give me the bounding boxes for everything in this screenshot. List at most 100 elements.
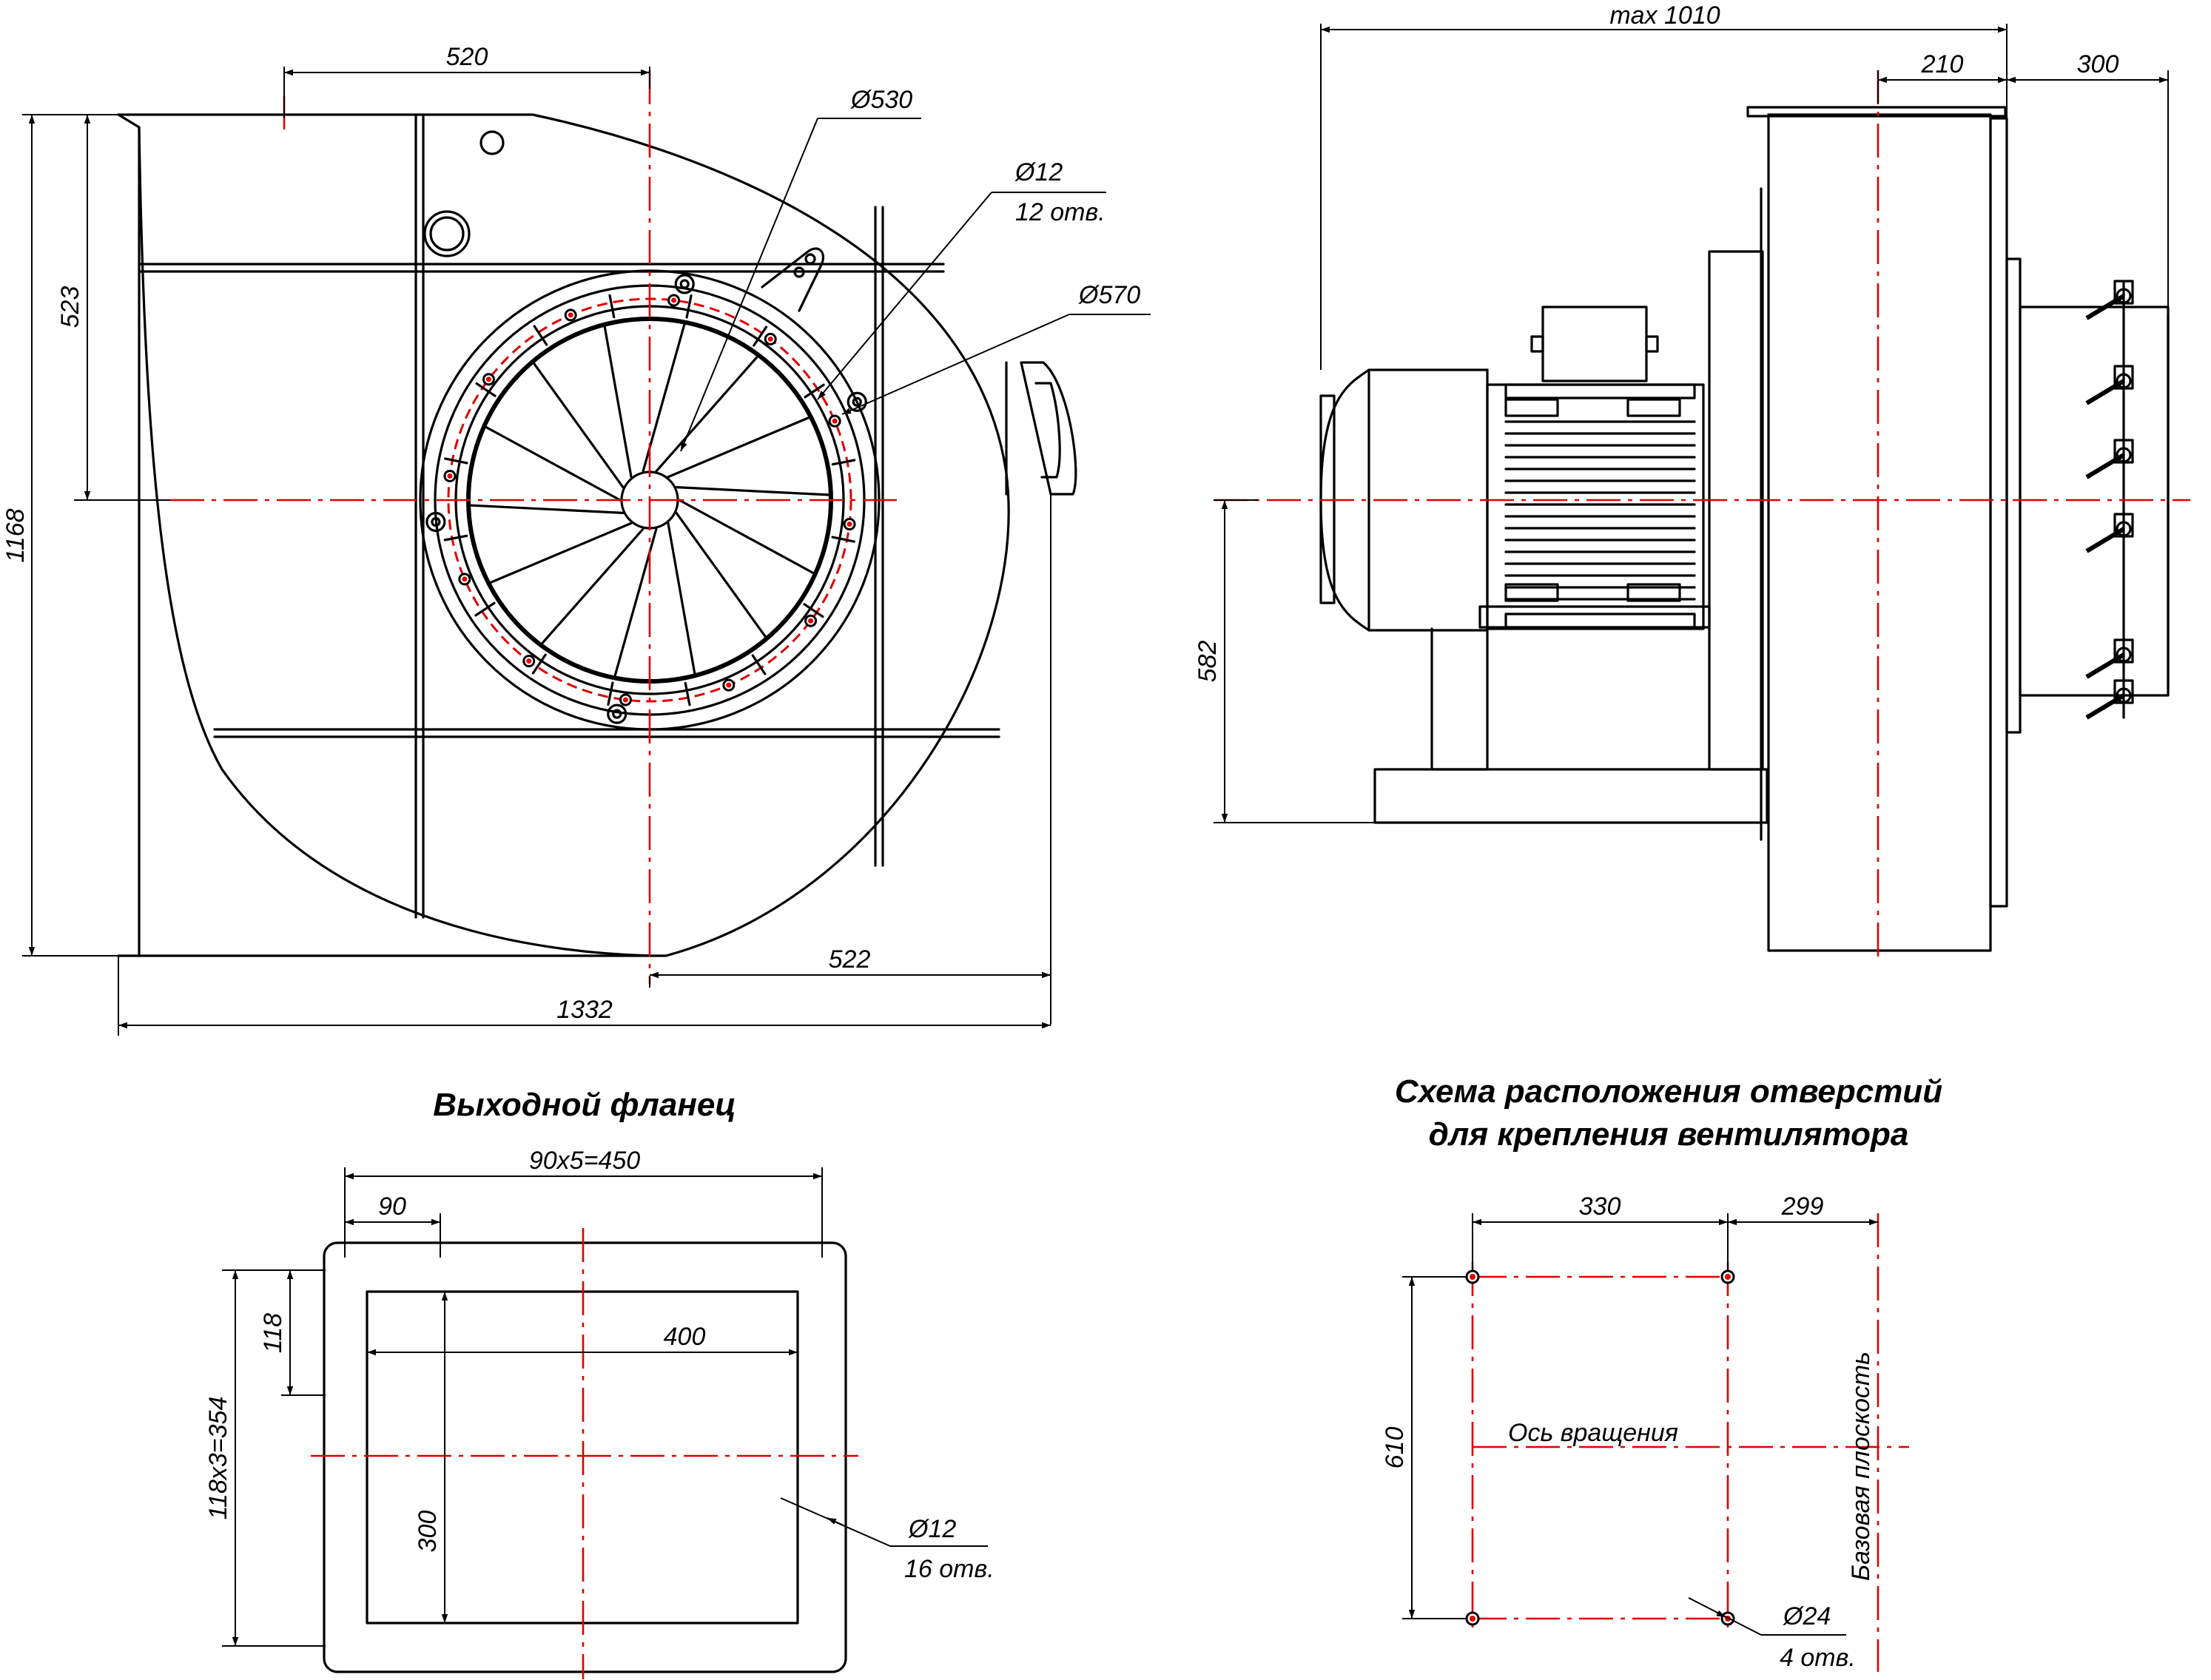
d12-label: Ø12 bbox=[1014, 158, 1063, 186]
dim-210-label: 210 bbox=[1921, 50, 1964, 78]
mount-title-line2: для крепления вентилятора bbox=[1429, 1116, 1909, 1153]
inlet-lug-hole bbox=[431, 516, 441, 527]
rotation-axis-label: Ось вращения bbox=[1508, 1419, 1678, 1447]
inlet-clamps bbox=[2085, 280, 2134, 720]
inlet-tab bbox=[607, 681, 614, 706]
dim-582-label: 582 bbox=[1194, 641, 1222, 683]
impeller-blade bbox=[667, 522, 696, 676]
flange-dim-90-label: 90 bbox=[378, 1192, 406, 1221]
impeller-blade bbox=[667, 416, 812, 479]
flange-dim-354-label: 118x3=354 bbox=[204, 1397, 232, 1520]
inlet-tab bbox=[804, 383, 825, 399]
d570-label: Ø570 bbox=[1078, 281, 1140, 309]
inlet-tab bbox=[685, 294, 693, 319]
dim-300-label: 300 bbox=[2077, 50, 2119, 78]
inlet-lug-hole bbox=[679, 279, 690, 289]
inlet-tab bbox=[443, 534, 468, 542]
mount-dimensions: 330 299 610 Ось вращения Базовая плоскос… bbox=[1381, 1192, 1878, 1672]
terminal-box bbox=[1541, 306, 1648, 382]
inlet-clamp-tabs bbox=[425, 274, 867, 724]
motor-foot bbox=[1626, 583, 1681, 602]
flange-hole-d-label: Ø12 bbox=[908, 1515, 956, 1543]
inlet-tab bbox=[831, 459, 856, 466]
d12-count-label: 12 отв. bbox=[1015, 198, 1106, 226]
dim-1332-label: 1332 bbox=[556, 996, 613, 1024]
impeller-blade bbox=[488, 522, 633, 584]
inlet-hole-center bbox=[485, 377, 491, 382]
dim-520-label: 520 bbox=[446, 43, 488, 71]
side-view: max 1010 210 300 582 bbox=[1194, 1, 2190, 962]
inlet-lug-hole bbox=[612, 709, 622, 719]
inlet-tab bbox=[831, 536, 855, 543]
inlet-hole-center bbox=[767, 336, 773, 342]
impeller-blade bbox=[675, 511, 768, 639]
mount-title-line1: Схема расположения отверстий bbox=[1395, 1073, 1942, 1110]
inlet-lug bbox=[607, 704, 627, 724]
impeller-blade bbox=[539, 527, 645, 646]
d530-label: Ø530 bbox=[850, 86, 912, 114]
impeller-blade bbox=[468, 504, 625, 514]
housing-ribs bbox=[138, 113, 1000, 919]
inlet-tab bbox=[531, 653, 547, 675]
motor-cooling-fins bbox=[1504, 398, 1696, 602]
mount-dim-330-label: 330 bbox=[1579, 1192, 1621, 1221]
inlet-hole-center bbox=[808, 618, 814, 624]
inlet-hole-center bbox=[726, 682, 732, 688]
base-plane-label: Базовая плоскость bbox=[1847, 1352, 1875, 1581]
flange-dimensions: 90x5=450 90 118 118x3=354 400 300 Ø12 16… bbox=[204, 1147, 995, 1647]
motor-foot bbox=[1626, 398, 1681, 417]
motor-foot bbox=[1504, 583, 1559, 602]
flange-dim-300-label: 300 bbox=[414, 1511, 442, 1553]
motor-frame bbox=[1708, 250, 1764, 771]
mount-hole-count-label: 4 отв. bbox=[1780, 1644, 1856, 1672]
mount-dim-610-label: 610 bbox=[1381, 1427, 1409, 1469]
inlet-hole-center bbox=[832, 418, 838, 424]
inlet-tab bbox=[684, 681, 691, 706]
inlet-hole-center bbox=[462, 576, 468, 582]
inlet-tab bbox=[444, 457, 468, 465]
inlet-tab bbox=[474, 601, 496, 617]
impeller-blade bbox=[483, 425, 622, 502]
inlet-hole-center bbox=[671, 297, 677, 303]
inlet-lug bbox=[425, 511, 446, 533]
dim-max1010-label: max 1010 bbox=[1609, 1, 1720, 30]
inlet-hole-center bbox=[568, 312, 573, 318]
mount-holes bbox=[1465, 1269, 1735, 1626]
fan-casing bbox=[1767, 113, 1992, 952]
inlet-tab bbox=[753, 325, 768, 347]
flange-hole-count-label: 16 отв. bbox=[904, 1555, 995, 1583]
flange-dim-118-label: 118 bbox=[259, 1313, 287, 1353]
inlet-box bbox=[2019, 306, 2170, 697]
flange-plate bbox=[323, 1241, 847, 1673]
mount-dim-299-label: 299 bbox=[1781, 1192, 1824, 1221]
inlet-lug bbox=[847, 391, 867, 412]
inlet-tab bbox=[803, 603, 824, 618]
inlet-tab bbox=[475, 382, 497, 397]
outlet-flange-title: Выходной фланец bbox=[433, 1087, 736, 1123]
inlet-tab bbox=[751, 654, 767, 675]
outlet-flange-view: Выходной фланец 90x5=450 90 118 118x3=35… bbox=[204, 1087, 995, 1679]
impeller-blade bbox=[531, 361, 625, 489]
impeller-blade bbox=[678, 499, 816, 576]
inlet-tab bbox=[533, 325, 548, 346]
mounting-scheme-view: Схема расположения отверстий для креплен… bbox=[1381, 1073, 1942, 1672]
dim-1168-label: 1168 bbox=[1, 508, 30, 562]
impeller-blades bbox=[468, 322, 832, 678]
impeller-blade bbox=[675, 486, 832, 496]
inlet-tab bbox=[608, 294, 616, 319]
side-dimensions: max 1010 210 300 582 bbox=[1194, 1, 2169, 823]
dim-523-label: 523 bbox=[56, 286, 84, 328]
inlet-hole-center bbox=[847, 522, 852, 527]
inlet-hole-center bbox=[526, 658, 532, 664]
front-view: 520 523 1168 522 1332 Ø530 Ø12 12 отв. bbox=[1, 43, 1151, 1036]
impeller-blade bbox=[603, 324, 633, 479]
inlet-lug bbox=[674, 274, 695, 294]
inlet-lug-hole bbox=[852, 397, 862, 407]
inlet-flange-holes bbox=[443, 294, 856, 706]
inlet-hole-center bbox=[447, 473, 453, 479]
motor-foot bbox=[1504, 398, 1559, 417]
mount-hole-d-label: Ø24 bbox=[1783, 1602, 1831, 1630]
inlet-hole-center bbox=[622, 697, 628, 703]
front-dimensions: 520 523 1168 522 1332 Ø530 Ø12 12 отв. bbox=[1, 43, 1151, 1036]
